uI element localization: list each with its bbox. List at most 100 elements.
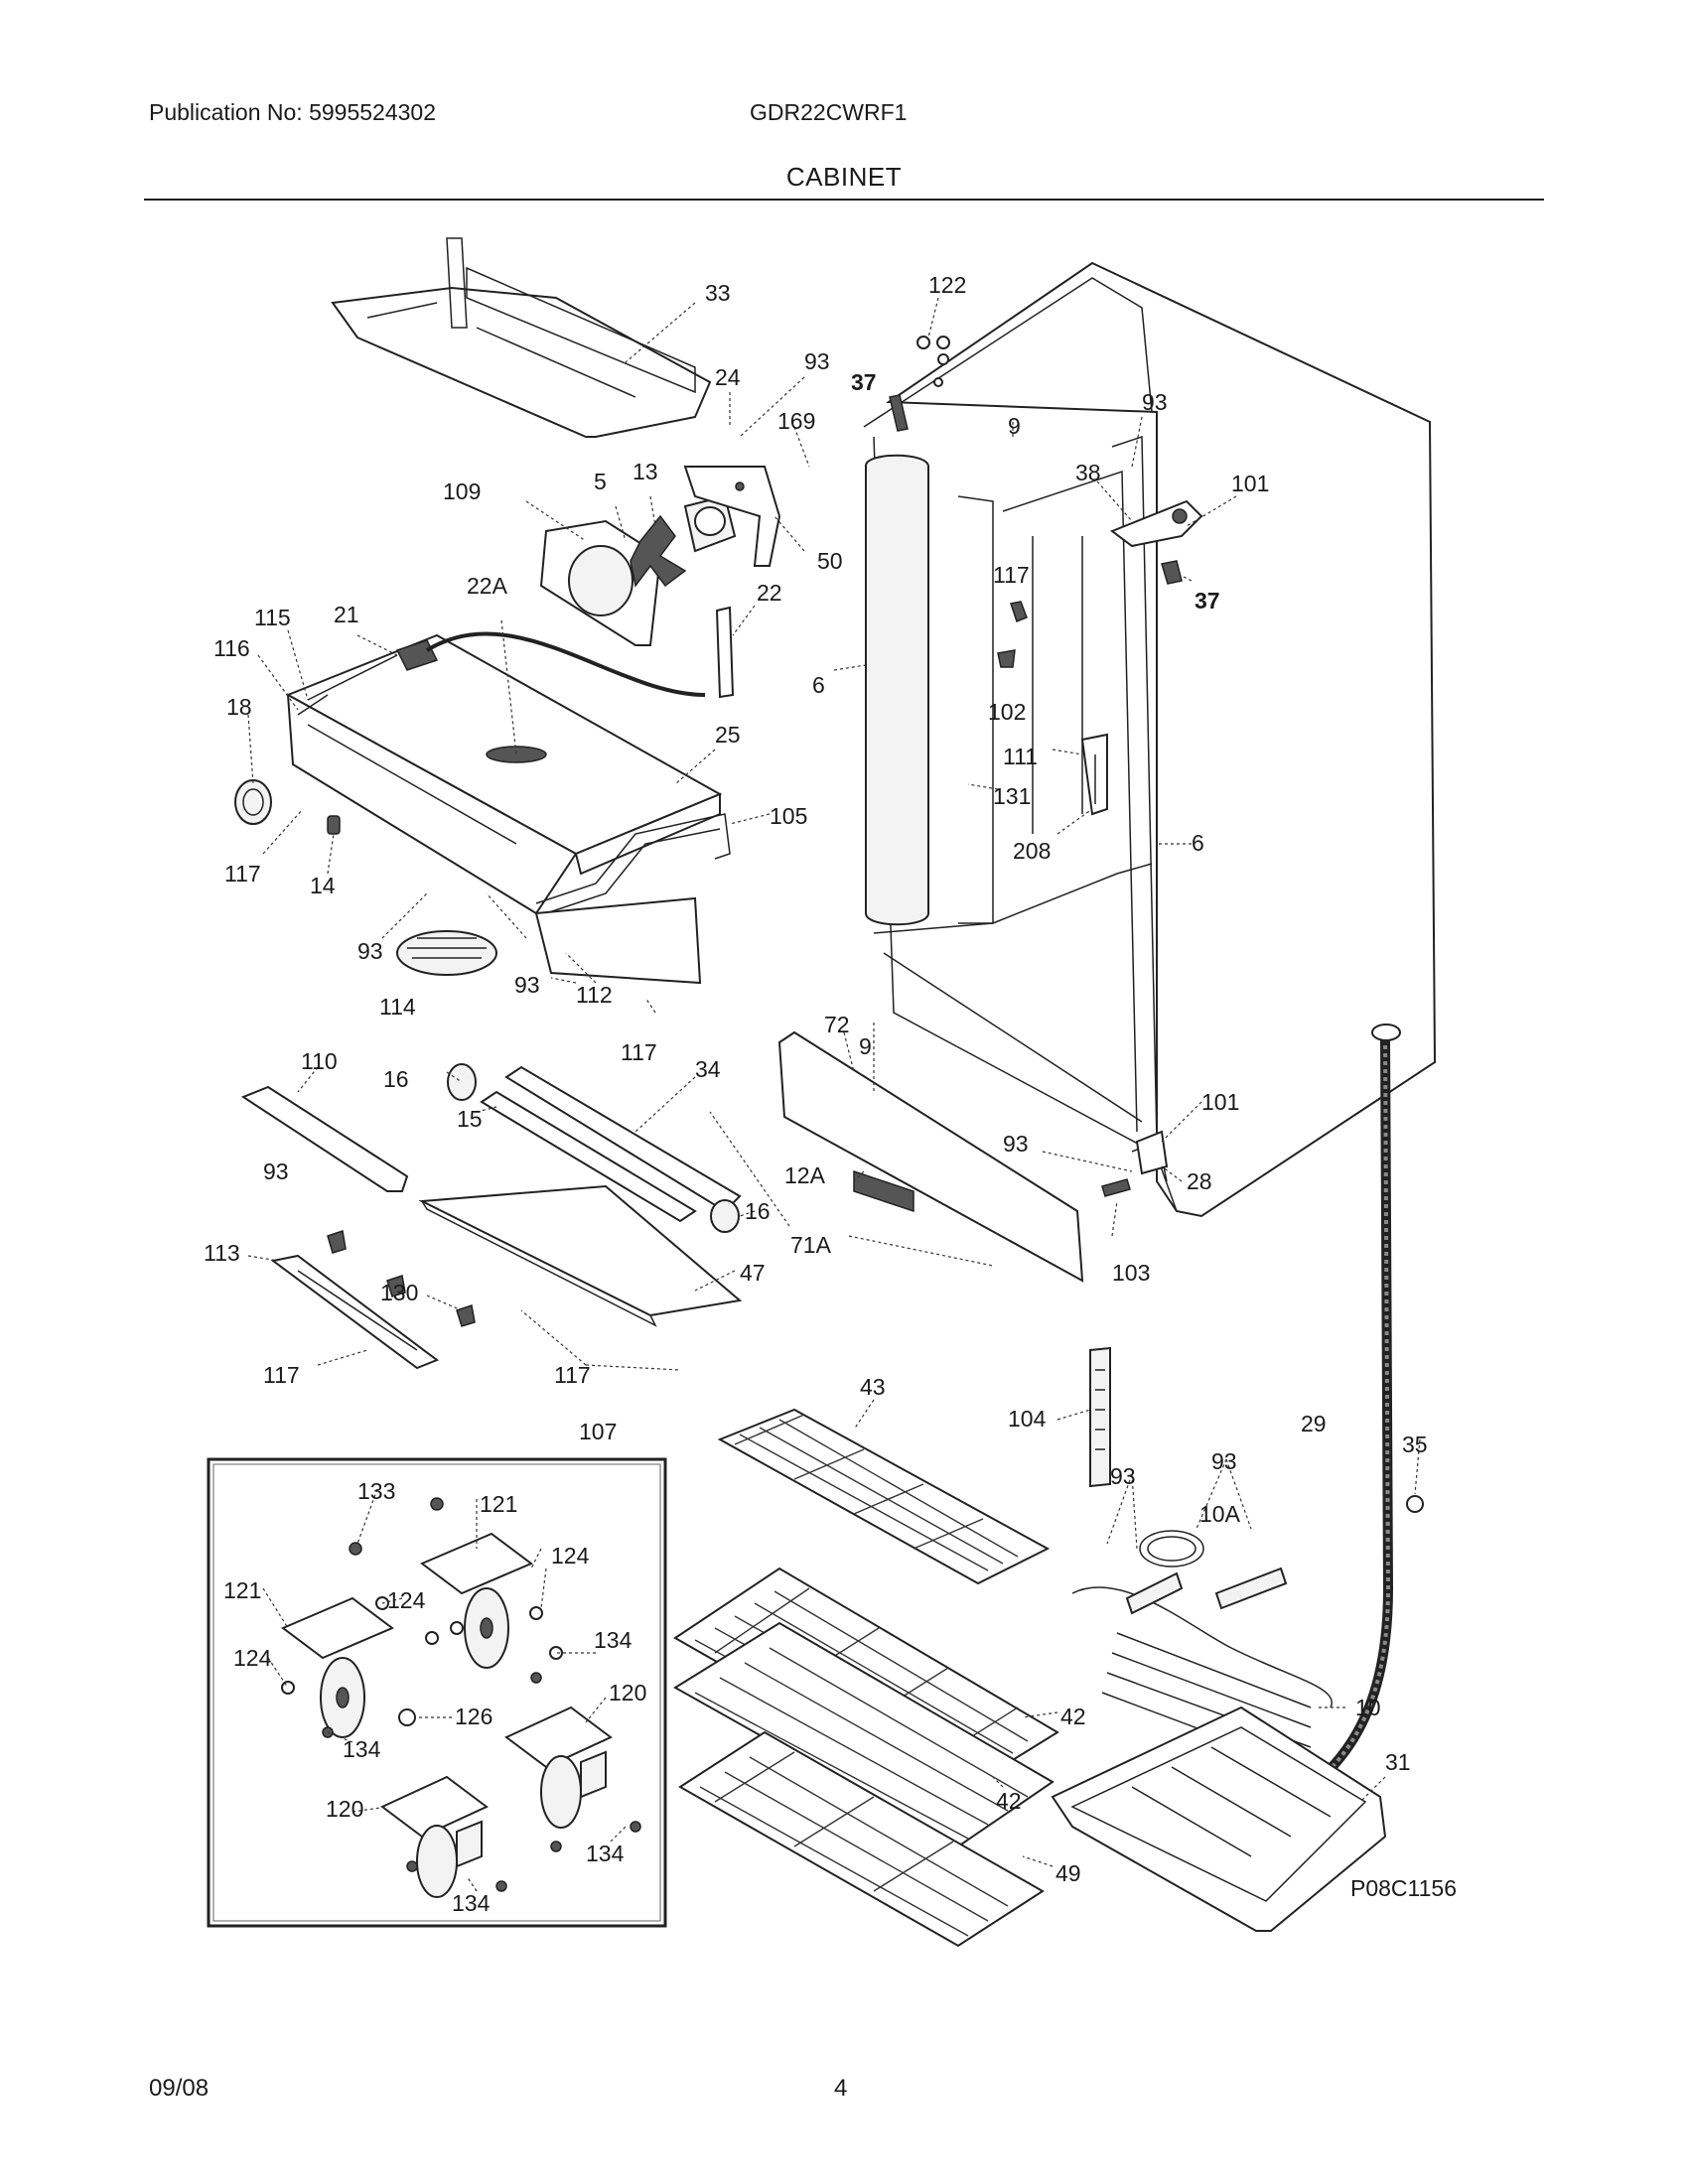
part-120-caster-rear-left [380,1775,489,1898]
part-50-motor-bracket [683,466,781,567]
part-113-grille [270,1254,440,1370]
part-115-116-wires [297,654,398,716]
publication-date: 09/08 [149,2075,210,2102]
callout-38: 38 [1075,460,1101,485]
callout-47: 47 [740,1260,766,1286]
part-28-hinge-bottom [1135,1130,1169,1175]
callout-114: 114 [379,994,416,1020]
callout-21: 21 [334,602,359,627]
part-47-drip-tray [418,1184,743,1327]
part-105-defrost-heater [535,813,731,914]
callout-24: 24 [715,364,741,390]
callout-35: 35 [1402,1432,1428,1457]
callout-134: 134 [594,1627,633,1653]
callout-93: 93 [514,972,540,998]
part-35-clamp [1406,1495,1424,1513]
page-number: 4 [834,2075,848,2102]
callout-117: 117 [554,1362,591,1388]
part-5-fan-blade [630,514,687,588]
callout-6: 6 [1192,830,1204,856]
callout-121: 121 [223,1577,261,1603]
diagram-code: P08C1156 [1350,1875,1457,1901]
part-121-caster-front-right [420,1532,533,1669]
callout-28: 28 [1187,1168,1212,1194]
part-122-screws-top [916,336,950,387]
callout-9: 9 [859,1033,872,1059]
callout-22: 22 [757,580,782,606]
header-rule [144,199,1544,201]
callout-101: 101 [1231,471,1269,496]
leader-lines [247,297,1421,1892]
callout-111: 111 [1003,744,1038,769]
callout-105: 105 [770,803,807,829]
part-104-temperature-strip [1089,1346,1111,1488]
callout-103: 103 [1112,1260,1150,1286]
part-21-thermostat-connector [395,639,439,671]
part-25-evaporator-cover [285,633,723,915]
callout-113: 113 [204,1240,240,1266]
callout-169: 169 [777,408,815,434]
callout-15: 15 [457,1106,483,1132]
callout-208: 208 [1013,838,1051,864]
callout-121: 121 [480,1491,517,1517]
part-103-screw [1101,1178,1131,1197]
callout-102: 102 [988,699,1026,725]
part-49-basket [678,1730,1045,1948]
part-22-duct-strip [715,606,735,699]
callout-117: 117 [263,1362,300,1388]
callout-10: 10 [1355,1695,1381,1720]
callout-16: 16 [383,1066,409,1092]
callout-107: 107 [579,1419,617,1444]
part-37-hinge-caps [889,394,1183,585]
callout-71A: 71A [790,1232,832,1258]
publication-number: Publication No: 5995524302 [149,99,437,125]
tube-top-cap [1371,1024,1401,1041]
callout-25: 25 [715,722,741,748]
callout-117: 117 [224,861,261,887]
callout-37: 37 [1195,588,1220,614]
callout-112: 112 [576,982,613,1008]
callout-93: 93 [263,1159,289,1184]
part-112-back-panel [534,896,702,985]
section-title: CABINET [785,162,903,192]
callout-72: 72 [824,1012,850,1037]
part-6-left-door-gasket [865,454,929,926]
model-number: GDR22CWRF1 [750,99,908,125]
part-34-roller [504,1065,742,1213]
callout-126: 126 [455,1704,492,1729]
callout-93: 93 [1142,389,1168,415]
callout-42: 42 [996,1788,1022,1814]
part-102-clip [997,649,1016,668]
callout-6: 6 [812,672,825,698]
callout-133: 133 [357,1478,395,1504]
callout-124: 124 [551,1543,590,1569]
callout-101: 101 [1201,1089,1239,1115]
callout-115: 115 [254,605,291,630]
callout-130: 130 [380,1280,418,1305]
callout-43: 43 [860,1374,886,1400]
callout-93: 93 [804,348,830,374]
callout-93: 93 [357,938,383,964]
callout-22A: 22A [467,573,508,599]
callout-122: 122 [928,272,966,298]
part-111-208-bracket [1080,733,1108,816]
callout-33: 33 [705,280,731,306]
callout-13: 13 [633,459,658,484]
callout-93: 93 [1110,1463,1136,1489]
callout-18: 18 [226,694,252,720]
part-120-caster-rear-right [504,1706,613,1829]
callout-93: 93 [1003,1131,1029,1157]
part-110-front-bar [240,1085,409,1192]
callout-116: 116 [213,635,250,661]
part-22A-wire-harness [425,631,706,697]
part-14-clip [327,815,341,835]
callout-29: 29 [1301,1411,1327,1436]
callout-50: 50 [817,548,843,574]
part-114-vent-grille [396,930,497,976]
callout-104: 104 [1008,1406,1047,1432]
part-72-kick-plate [777,1030,1084,1283]
callout-120: 120 [609,1680,646,1706]
part-10-condenser-coil [1071,1530,1334,1768]
part-10A-coil-brackets [1125,1567,1288,1615]
part-43-shelf [717,1408,1051,1585]
